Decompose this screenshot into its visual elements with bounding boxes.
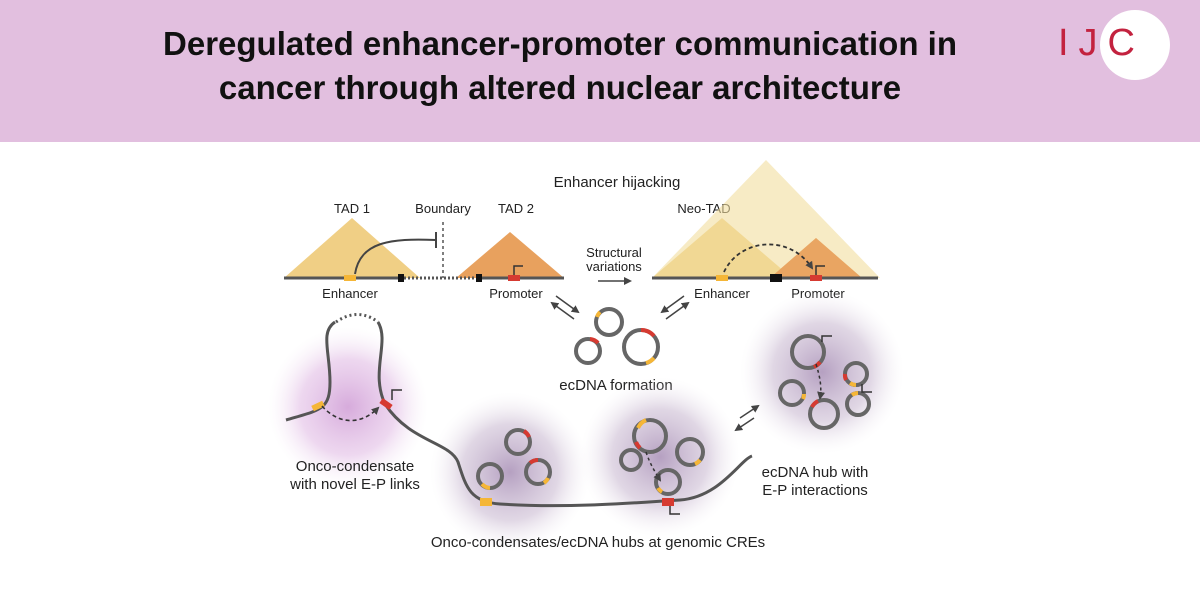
hub2-interaction	[645, 451, 662, 482]
tad1-triangle	[284, 218, 420, 278]
blocked-interaction	[354, 238, 437, 275]
structural-label-2: variations	[586, 259, 642, 274]
hub3-tss-icon-2	[861, 384, 872, 393]
ijc-logo: IJC	[1048, 10, 1188, 80]
enhancer-label: Enhancer	[322, 286, 378, 301]
promoter-block	[508, 275, 520, 281]
enhancer-block	[344, 275, 356, 281]
hub3-ecdna-2	[778, 379, 806, 407]
ecdna-hub-label-1: ecDNA hub with	[762, 464, 869, 481]
hub3-ecdna-5	[845, 391, 871, 417]
neo-enhancer-label: Enhancer	[694, 286, 750, 301]
hub2-genomic-promoter	[662, 498, 674, 506]
ecdna-circle-1	[594, 307, 624, 337]
logo-text: IJC	[1058, 22, 1145, 64]
condensate-promoter	[379, 398, 393, 410]
tad2-triangle	[456, 232, 564, 278]
hub2-ecdna-1	[632, 418, 668, 454]
hub3-interaction	[815, 363, 826, 400]
neo-tad-overlap-triangle	[770, 238, 862, 278]
hub-glow-1	[430, 392, 590, 552]
hub-glow-2	[580, 377, 740, 537]
hub1-ecdna-2	[476, 462, 504, 490]
hub2-tss-icon	[669, 506, 680, 515]
promoter-label: Promoter	[489, 286, 543, 301]
tad1-label: TAD 1	[334, 201, 370, 216]
hub1-ecdna-3	[524, 457, 552, 486]
neo-promoter-block	[810, 275, 822, 281]
condensate-ep-link	[321, 405, 380, 422]
ecdna-hub-label-2: E-P interactions	[762, 482, 868, 499]
boundary-element-2	[476, 274, 482, 282]
boundary-label: Boundary	[415, 201, 471, 216]
title-line-1: Deregulated enhancer-promoter communicat…	[163, 25, 957, 62]
ecdna-circle-3	[622, 327, 660, 366]
neo-interaction-arrow	[723, 243, 814, 273]
right-exchange-arrows-icon	[660, 295, 690, 320]
hub2-ecdna-2	[619, 448, 643, 472]
onco-condensate-label-1: Onco-condensate	[296, 458, 414, 475]
hub2-ecdna-3	[675, 437, 705, 467]
hub2-ecdna-4	[654, 468, 682, 496]
hub3-ecdna-4	[842, 361, 869, 387]
neo-tss-arrow-icon	[815, 265, 825, 275]
tad2-label: TAD 2	[498, 201, 534, 216]
hub1-ecdna-1	[504, 428, 532, 456]
condensate-tss-icon	[391, 389, 402, 400]
tss-arrow-icon	[513, 265, 523, 275]
onco-condensate-glow	[268, 327, 428, 487]
neo-boundary-element	[770, 274, 782, 282]
boundary-element-1	[398, 274, 404, 282]
header-banner: Deregulated enhancer-promoter communicat…	[0, 0, 1200, 142]
title-line-2: cancer through altered nuclear architect…	[218, 69, 902, 106]
structural-label-1: Structural	[586, 245, 642, 260]
condensate-enhancer	[311, 400, 325, 412]
onco-condensate-label-2: with novel E-P links	[289, 476, 420, 493]
hub1-genomic-enhancer	[480, 498, 492, 506]
neo-tad-big-triangle	[652, 160, 880, 278]
diagram: Enhancer hijacking TAD 1 Boundary TAD 2 …	[268, 160, 904, 552]
logo-circle	[1100, 10, 1170, 80]
hub3-ecdna-3	[808, 398, 840, 430]
hub3-tss-icon-1	[821, 335, 832, 342]
chromatin-fiber-deletion	[335, 313, 379, 324]
page-title: Deregulated enhancer-promoter communicat…	[110, 22, 1010, 110]
hub3-ecdna-1	[790, 334, 826, 370]
neo-enhancer-block	[716, 275, 728, 281]
left-exchange-arrows-icon	[550, 295, 580, 320]
chromatin-fiber-loop-left	[285, 320, 336, 422]
enhancer-hijacking-label: Enhancer hijacking	[554, 174, 681, 191]
bottom-caption: Onco-condensates/ecDNA hubs at genomic C…	[431, 534, 765, 551]
ecdna-circle-2	[574, 337, 602, 365]
hub-exchange-arrows-icon	[734, 404, 760, 432]
